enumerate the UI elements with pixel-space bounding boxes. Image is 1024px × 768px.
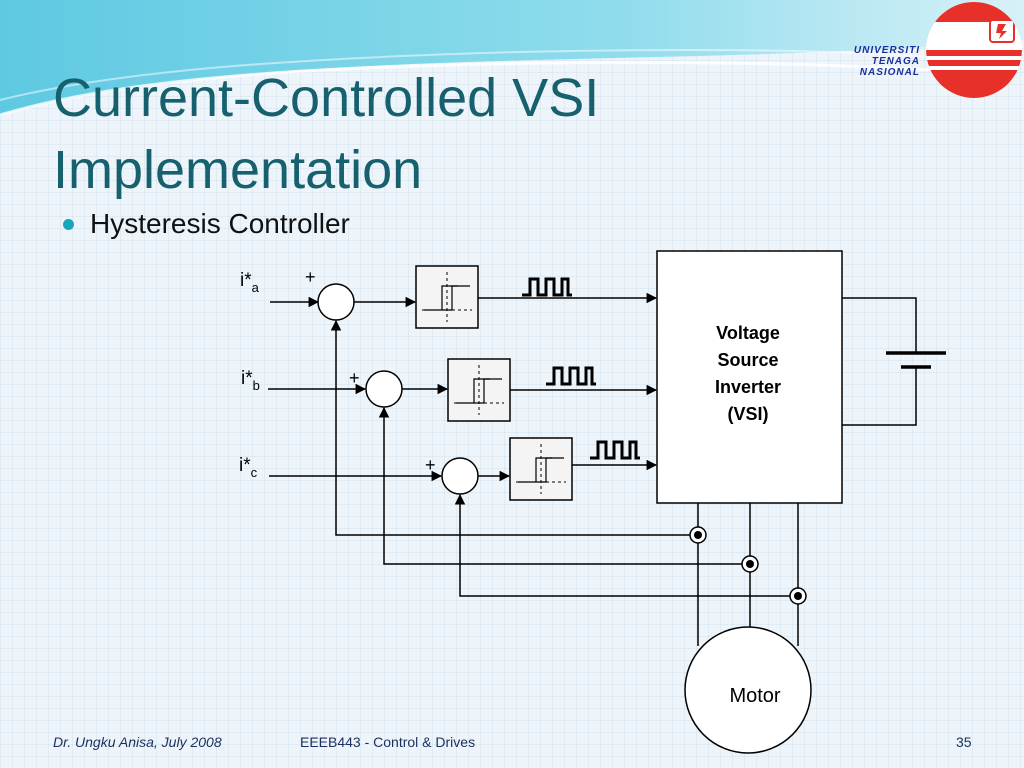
input-b-label: i*b <box>241 368 260 393</box>
slide-title: Current-Controlled VSI Implementation <box>53 62 599 206</box>
slide-title-line2: Implementation <box>53 140 423 200</box>
plus-sign-c: + <box>425 455 436 475</box>
input-c-label: i*c <box>239 455 258 480</box>
footer-author: Dr. Ungku Anisa, July 2008 <box>53 734 222 750</box>
pwm-pulse-icon-a <box>522 277 572 297</box>
university-logo-text: UNIVERSITI TENAGA NASIONAL <box>810 45 920 78</box>
page-number: 35 <box>956 734 972 750</box>
footer-course: EEEB443 - Control & Drives <box>300 734 476 750</box>
vsi-label-line2: Source <box>717 350 778 370</box>
plus-sign-a: + <box>305 267 316 287</box>
summing-junction-c <box>441 457 479 495</box>
summing-junction-b <box>365 370 403 408</box>
slide-title-line1: Current-Controlled VSI <box>53 68 600 128</box>
plus-sign-b: + <box>349 368 360 388</box>
summing-junction-a <box>317 283 355 321</box>
vsi-label-line1: Voltage <box>716 323 780 343</box>
feedback-line-b <box>378 406 742 565</box>
hysteresis-block-a <box>415 265 479 329</box>
university-logo-icon <box>926 2 1022 98</box>
motor-label: Motor <box>729 685 780 707</box>
logo-line3: NASIONAL <box>859 67 920 78</box>
hysteresis-block-b <box>447 358 511 422</box>
header-banner <box>0 0 1024 117</box>
vsi-block <box>656 250 843 504</box>
bullet-dot-icon <box>63 218 74 230</box>
logo-line2: TENAGA <box>871 56 920 67</box>
feedback-line-a <box>330 319 690 536</box>
vsi-label-line3: Inverter <box>715 377 781 397</box>
pwm-pulse-icon-b <box>546 366 596 386</box>
bullet-item: Hysteresis Controller <box>63 208 350 240</box>
motor-circle <box>684 626 812 754</box>
vsi-label-line4: (VSI) <box>727 404 768 424</box>
pwm-pulse-icon-c <box>590 440 640 460</box>
logo-line1: UNIVERSITI <box>853 45 920 56</box>
feedback-line-c <box>454 493 790 597</box>
input-a-label: i*a <box>240 270 260 295</box>
hysteresis-block-c <box>509 437 573 501</box>
bullet-text: Hysteresis Controller <box>90 208 350 239</box>
